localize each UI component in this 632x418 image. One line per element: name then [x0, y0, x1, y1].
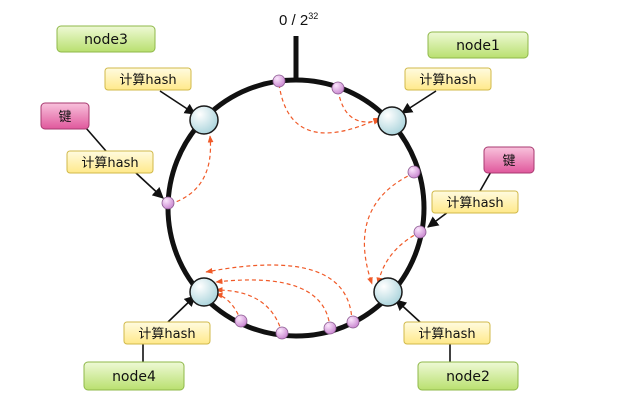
- connector-node3: [159, 90, 196, 115]
- connector-key-right-hash: [427, 211, 449, 228]
- object-point: [413, 225, 427, 239]
- connector-arrows: [85, 90, 493, 362]
- key-box-left: 键: [40, 102, 90, 130]
- arrow-obj-b2-to-node4: [215, 287, 283, 334]
- node-box-node2: node2: [417, 361, 519, 391]
- hash-box-node1: 计算hash: [404, 67, 492, 91]
- server-node2: [373, 277, 403, 307]
- arrow-obj-top-to-node1: [278, 83, 381, 134]
- object-point: [275, 326, 289, 340]
- connector-node2: [395, 299, 421, 323]
- node-box-node3: node3: [56, 25, 156, 53]
- object-point: [331, 81, 345, 95]
- hash-box-node4: 计算hash: [123, 321, 211, 345]
- data-objects: [161, 74, 427, 340]
- hash-box-key-left: 计算hash: [66, 150, 154, 174]
- key-box-right: 键: [483, 146, 535, 174]
- hash-box-key-right: 计算hash: [431, 190, 519, 214]
- hash-box-node3: 计算hash: [104, 67, 192, 91]
- arrow-obj-b4-to-node4: [205, 264, 353, 323]
- connector-key-left: [85, 127, 107, 152]
- arrow-obj-b3-to-node4: [215, 278, 331, 329]
- hash-box-node2: 计算hash: [403, 321, 491, 345]
- object-point: [407, 165, 421, 179]
- object-point: [161, 196, 175, 210]
- ring-origin-label: 0 / 232: [279, 11, 318, 29]
- node-box-node4: node4: [83, 361, 185, 391]
- object-point: [234, 314, 248, 328]
- arrow-obj-right2-to-node2: [376, 231, 421, 285]
- connector-node4: [167, 295, 196, 323]
- arrow-obj-left-to-node3: [169, 135, 214, 205]
- server-node4: [189, 277, 219, 307]
- connector-node1: [401, 90, 437, 114]
- object-point: [323, 321, 337, 335]
- object-point: [272, 74, 286, 88]
- object-point: [346, 315, 360, 329]
- arrow-obj-right1-to-node2: [363, 172, 415, 285]
- connector-key-left-hash: [135, 172, 164, 199]
- server-node1: [377, 106, 407, 136]
- node-box-node1: node1: [427, 31, 529, 59]
- server-nodes: [189, 105, 407, 307]
- arrow-obj-topright-to-node1: [337, 89, 381, 125]
- server-node3: [189, 105, 219, 135]
